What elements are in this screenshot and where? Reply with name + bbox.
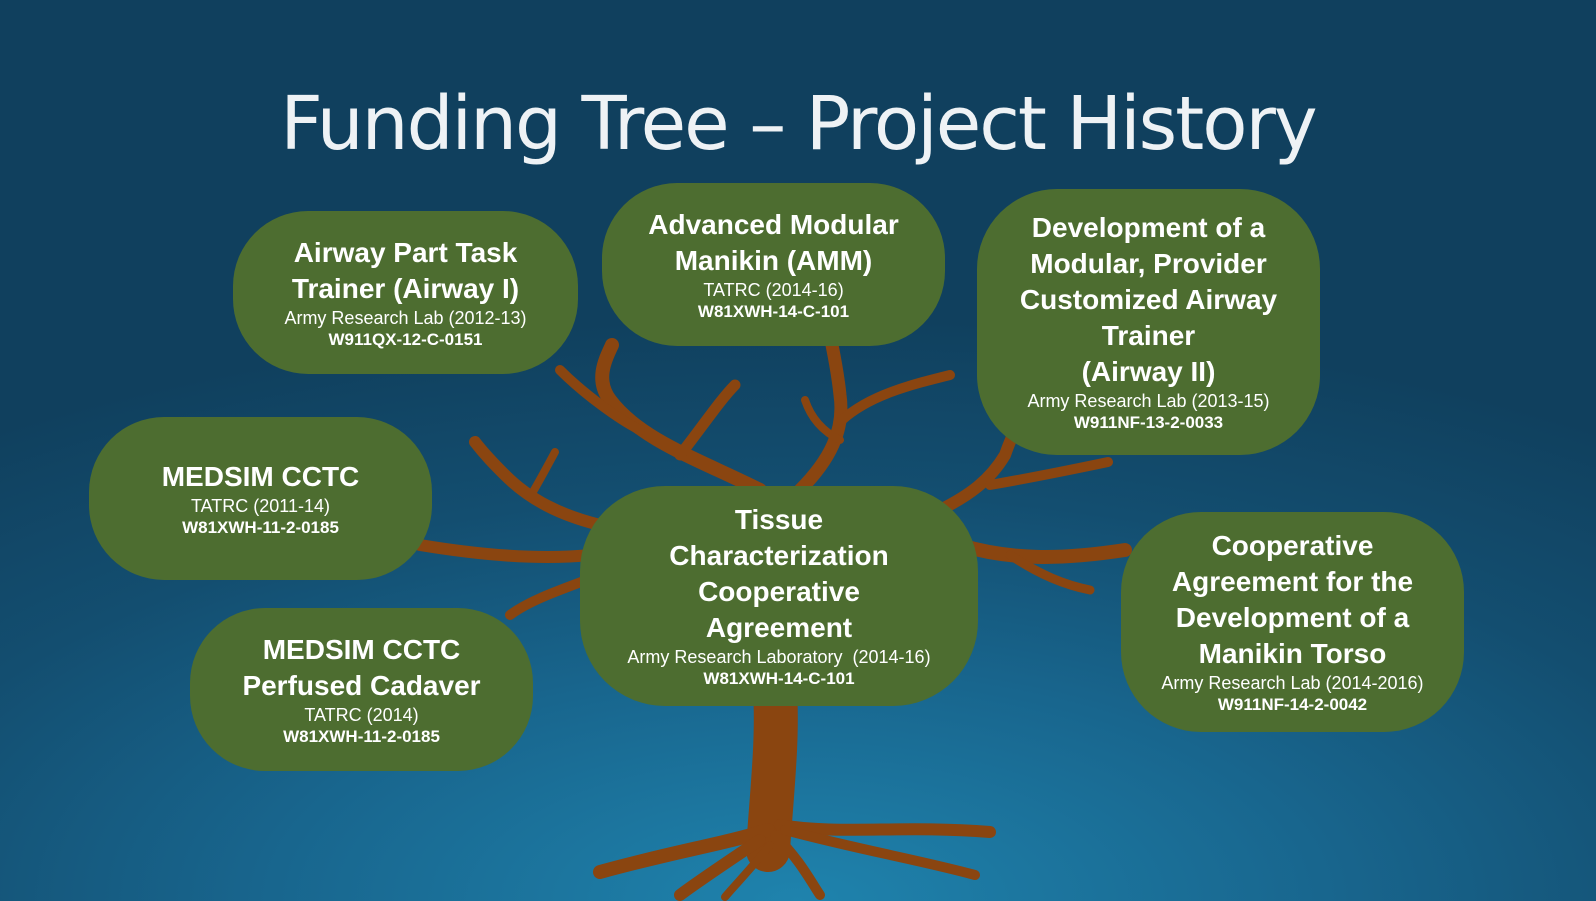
node-title: Advanced Modular Manikin (AMM) <box>648 208 899 276</box>
node-organization: TATRC (2014-16) <box>703 279 844 300</box>
node-contract-number: W911NF-13-2-0033 <box>1073 413 1224 432</box>
node-organization: Army Research Lab (2014-2016) <box>1161 673 1424 693</box>
tree-root <box>674 834 766 901</box>
node-title: Cooperative Agreement for the Developmen… <box>1171 530 1414 669</box>
tree-branch <box>469 436 606 531</box>
tree-branch <box>953 538 1132 564</box>
node-title: MEDSIM CCTC Perfused Cadaver <box>242 633 481 701</box>
node-contract-number: W81XWH-11-2-0185 <box>182 517 339 537</box>
tree-root <box>770 830 825 900</box>
tree-branch <box>414 539 596 563</box>
tree-branch <box>526 448 559 501</box>
node-airway-ii: Development of a Modular, Provider Custo… <box>977 189 1320 455</box>
node-organization: TATRC (2014) <box>304 704 419 725</box>
node-manikin-torso: Cooperative Agreement for the Developmen… <box>1121 512 1464 732</box>
node-amm: Advanced Modular Manikin (AMM) TATRC (20… <box>602 183 945 346</box>
tree-branch <box>985 457 1113 490</box>
tree-branch <box>1005 550 1095 595</box>
tree-branch <box>837 370 955 425</box>
tree-branch <box>674 379 741 461</box>
node-contract-number: W81XWH-14-C-101 <box>703 669 855 688</box>
slide-title: Funding Tree – Project History <box>280 81 1317 167</box>
tree-branch <box>793 338 848 497</box>
node-organization: Army Research Lab (2013-15) <box>1027 391 1270 411</box>
node-contract-number: W911QX-12-C-0151 <box>328 329 483 349</box>
node-tissue-characterization: Tissue Characterization Cooperative Agre… <box>580 486 978 706</box>
tree-root <box>721 841 774 901</box>
tree-branch <box>801 396 844 444</box>
node-contract-number: W81XWH-14-C-101 <box>697 301 850 321</box>
tree-branch <box>555 365 645 435</box>
node-organization: Army Research Lab (2012-13) <box>284 307 527 328</box>
node-title: MEDSIM CCTC <box>161 460 360 492</box>
tree-root <box>593 823 775 879</box>
node-medsim-cctc: MEDSIM CCTC TATRC (2011-14) W81XWH-11-2-… <box>89 417 432 580</box>
node-airway-i: Airway Part Task Trainer (Airway I) Army… <box>233 211 578 374</box>
node-contract-number: W81XWH-11-2-0185 <box>283 726 440 746</box>
node-organization: Army Research Laboratory (2014-16) <box>627 647 931 667</box>
node-medsim-cctc-perfused-cadaver: MEDSIM CCTC Perfused Cadaver TATRC (2014… <box>190 608 533 771</box>
tree-root <box>780 825 980 880</box>
node-contract-number: W911NF-14-2-0042 <box>1217 695 1368 714</box>
tree-root <box>774 819 996 838</box>
node-title: Development of a Modular, Provider Custo… <box>1019 212 1278 387</box>
node-title: Tissue Characterization Cooperative Agre… <box>669 504 889 643</box>
node-organization: TATRC (2011-14) <box>190 495 331 516</box>
node-title: Airway Part Task Trainer (Airway I) <box>291 236 520 304</box>
